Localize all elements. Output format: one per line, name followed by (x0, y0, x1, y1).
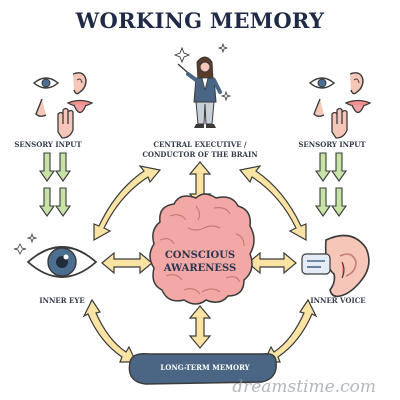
brain-icon (149, 193, 255, 305)
arrow-brain-long-term (188, 305, 212, 349)
conductor-icon (173, 42, 232, 128)
sensory-icons-left (32, 72, 94, 139)
tongue-icon (66, 99, 94, 114)
ear-icon (349, 72, 364, 95)
conscious-awareness-label-line2: AWARENESS (163, 263, 237, 274)
central-executive-label-line2: CONDUCTOR OF THE BRAIN (142, 150, 258, 159)
page-title: WORKING MEMORY (75, 8, 325, 33)
arrow-executive-inner-eye (93, 165, 162, 242)
sensory-input-left-label: SENSORY INPUT (14, 140, 82, 149)
hand-icon (331, 107, 348, 139)
hand-icon (57, 107, 74, 139)
speech-bubble-icon (301, 253, 331, 275)
arrow-executive-inner-voice (238, 165, 307, 242)
inner-eye-label: INNER EYE (39, 296, 85, 305)
tongue-icon (344, 99, 372, 114)
inner-eye-icon (13, 232, 98, 278)
sensory-input-right-label: SENSORY INPUT (298, 140, 366, 149)
down-arrow-icon (38, 187, 72, 217)
central-executive-label-line1: CENTRAL EXECUTIVE / (153, 140, 247, 149)
eye-icon (308, 77, 336, 89)
arrow-inner-eye-brain (101, 251, 153, 275)
watermark: dreamstime.com (232, 377, 376, 397)
inner-voice-icon (324, 234, 370, 298)
long-term-memory-shape (128, 352, 277, 385)
ear-icon (72, 72, 87, 95)
down-arrow-icon (38, 152, 72, 182)
down-arrow-icon (314, 187, 348, 217)
arrow-inner-voice-long-term (263, 298, 318, 363)
down-arrow-icon (314, 152, 348, 182)
arrow-inner-eye-long-term (82, 298, 137, 363)
sensory-icons-right (308, 72, 372, 139)
conscious-awareness-label-line1: CONSCIOUS (164, 250, 236, 261)
nose-icon (313, 98, 325, 117)
long-term-memory-label: LONG-TERM MEMORY (160, 363, 250, 372)
inner-voice-label: INNER VOICE (310, 296, 366, 305)
sensory-down-arrows-right (314, 152, 348, 217)
sensory-down-arrows-left (38, 152, 72, 217)
arrow-brain-inner-voice (247, 251, 297, 275)
eye-icon (32, 77, 60, 89)
nose-icon (35, 98, 47, 117)
